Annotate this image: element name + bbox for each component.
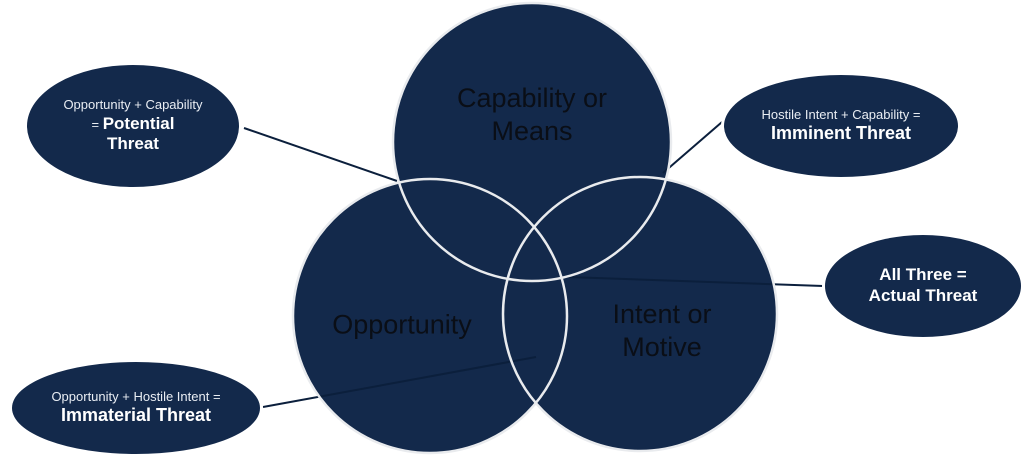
venn-circle-outlines [291,1,779,455]
potential-threat-result: = Potential Threat [91,114,174,155]
actual-threat-callout: All Three = Actual Threat [822,232,1024,340]
immaterial-threat-formula: Opportunity + Hostile Intent = [51,388,221,404]
intent-circle [503,177,777,451]
potential-threat-label: Potential Threat [102,113,175,154]
immaterial-threat-connector [262,356,537,408]
capability-circle-outline [391,1,673,283]
equals-sign: = [91,116,103,132]
potential-threat-callout: Opportunity + Capability = Potential Thr… [24,62,242,190]
potential-threat-connector [243,127,398,182]
connector-lines [243,121,824,408]
imminent-threat-callout: Hostile Intent + Capability = Imminent T… [721,72,961,180]
capability-circle-label: Capability or Means [456,83,608,146]
opportunity-circle-label: Opportunity [332,309,472,340]
potential-threat-formula: Opportunity + Capability [63,96,203,112]
imminent-threat-formula: Hostile Intent + Capability = [761,106,921,122]
actual-threat-label: All Three = Actual Threat [868,265,978,305]
intent-circle-outline [501,175,779,453]
immaterial-threat-label: Immaterial Threat [60,405,212,426]
immaterial-threat-callout: Opportunity + Hostile Intent = Immateria… [9,359,263,456]
intent-circle-label: Intent or Motive [612,299,712,362]
imminent-threat-connector [662,121,723,174]
actual-threat-connector [566,276,824,287]
venn-circle-fills [293,3,777,453]
opportunity-circle-outline [291,177,569,455]
opportunity-circle [293,179,567,453]
imminent-threat-label: Imminent Threat [770,123,912,144]
